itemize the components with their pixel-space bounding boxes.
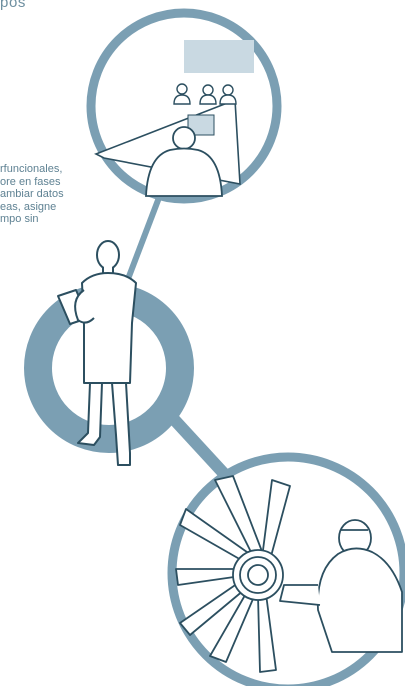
doctor-ring bbox=[38, 241, 180, 465]
turbine-circle bbox=[172, 457, 404, 686]
connector-line-bottom bbox=[170, 415, 228, 478]
meeting-circle bbox=[91, 13, 277, 199]
